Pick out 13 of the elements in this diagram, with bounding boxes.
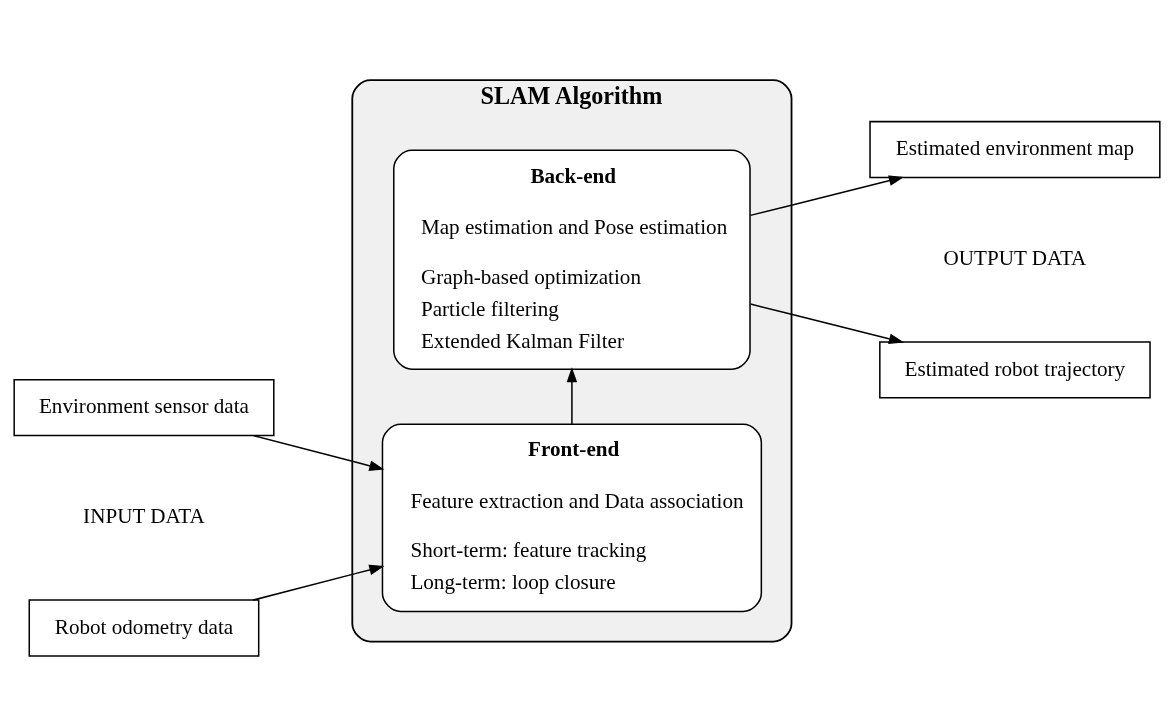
node-box: Estimated environment map xyxy=(869,120,1161,179)
node-box: Robot odometry data xyxy=(28,599,260,657)
arrow xyxy=(252,434,385,471)
label: OUTPUT DATA xyxy=(943,246,1087,271)
arrow xyxy=(252,564,385,601)
arrow xyxy=(566,367,578,425)
node-box: Environment sensor data xyxy=(13,379,275,437)
arrow xyxy=(749,303,905,344)
node-box: Estimated robot trajectory xyxy=(879,341,1151,399)
node-box: Front-end Feature extraction and Data association Short-term: feature tracking Long-term: loop closure xyxy=(381,423,763,613)
label: INPUT DATA xyxy=(83,504,205,529)
arrow xyxy=(749,175,905,217)
node-box: Back-end Map estimation and Pose estimation Graph-based optimization Particle filtering Extended Kalman Filter xyxy=(393,149,751,370)
